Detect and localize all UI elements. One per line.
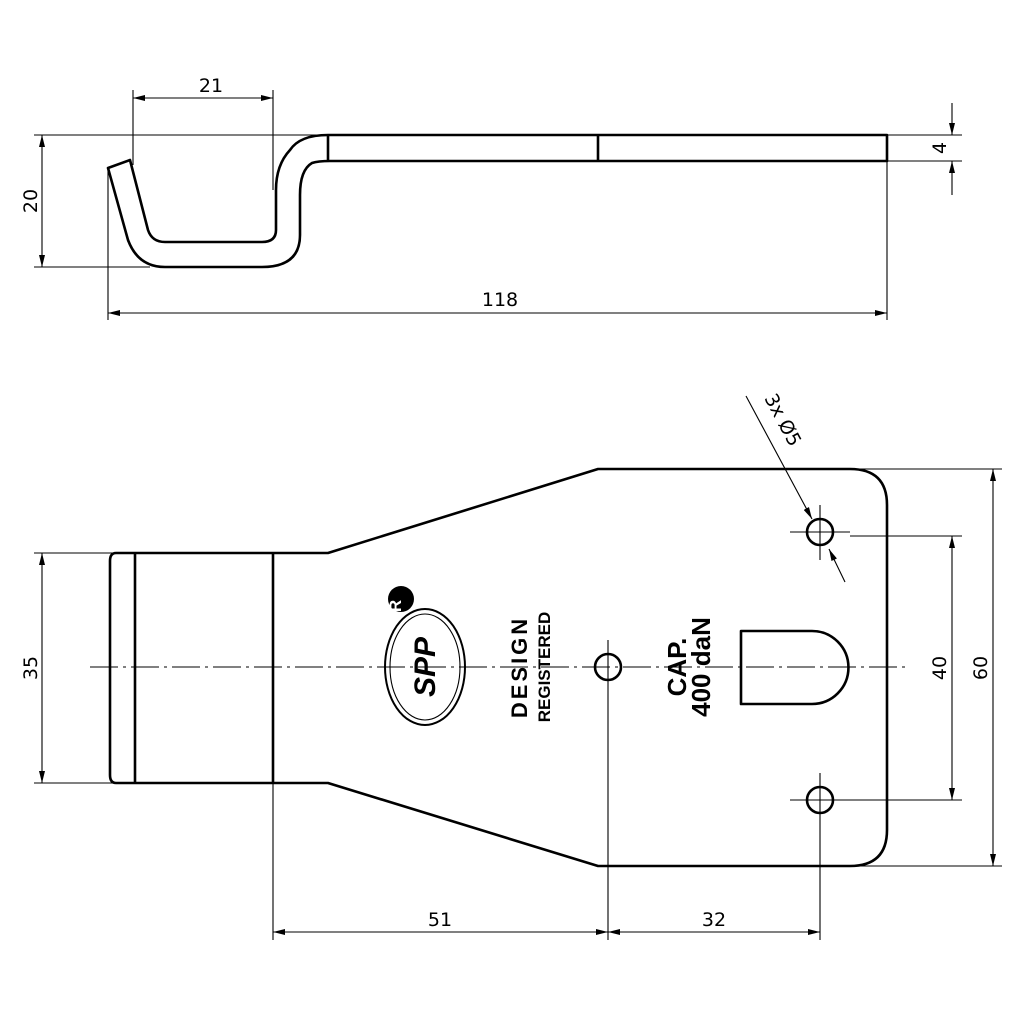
dim-60: 60 [970, 656, 992, 680]
design-text: DESIGN [507, 616, 532, 718]
logo-ellipse-inner [389, 613, 461, 721]
marking: SPP R DESIGN REGISTERED CAP. 400 daN [384, 586, 716, 726]
logo-ellipse [384, 608, 466, 726]
dim-21: 21 [199, 75, 223, 97]
dim-20: 20 [20, 189, 42, 213]
dim-40: 40 [929, 656, 951, 680]
registered-text: REGISTERED [535, 612, 554, 723]
dim-51: 51 [428, 909, 452, 931]
load-text: 400 daN [686, 617, 716, 717]
top-view [90, 467, 905, 868]
side-profile [106, 133, 889, 269]
registered-icon [388, 586, 414, 612]
side-dimensions: 21 20 4 118 [20, 75, 962, 320]
logo-text: SPP [409, 636, 442, 697]
slot [739, 629, 850, 706]
dim-32: 32 [702, 909, 726, 931]
cap-text: CAP. [662, 638, 692, 697]
side-view [106, 133, 889, 269]
dim-35: 35 [20, 656, 42, 680]
dim-4: 4 [929, 142, 951, 154]
svg-text:R: R [386, 600, 405, 612]
dim-118: 118 [482, 289, 518, 311]
hole-callout: 3x Ø5 [760, 390, 806, 450]
